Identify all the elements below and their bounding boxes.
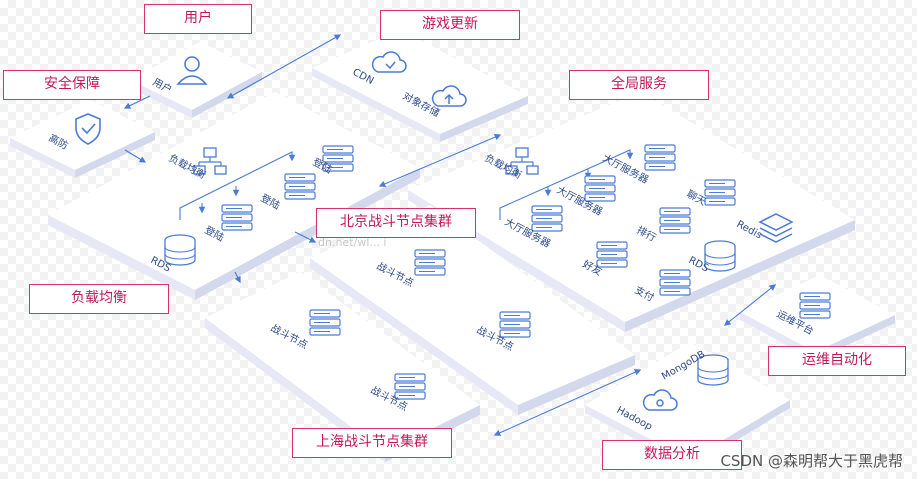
connector-lb-hall [499, 149, 634, 220]
connector-user-cdn [226, 34, 342, 99]
server-icon [284, 173, 316, 200]
server-icon [596, 241, 628, 268]
connector-lb-beijing [294, 231, 317, 243]
connector-lb-global [378, 134, 502, 187]
hadoop-icon [642, 389, 678, 411]
cdn-icon [371, 51, 407, 73]
server-icon [531, 205, 563, 232]
shield-icon [75, 113, 101, 145]
callout-users: 用户 [144, 4, 252, 34]
callout-shanghai-cluster: 上海战斗节点集群 [292, 428, 452, 458]
callout-game-update: 游戏更新 [380, 10, 520, 40]
connector-ddos-lb [124, 149, 147, 163]
connector-user-ddos [123, 95, 151, 109]
platform-cdn [312, 30, 528, 142]
connector-lb-login [179, 151, 296, 220]
server-icon [644, 144, 676, 171]
callout-data-analysis: 数据分析 [602, 440, 742, 470]
server-icon [704, 179, 736, 206]
callout-ops-automation: 运维自动化 [768, 346, 906, 376]
object-storage-icon [431, 85, 467, 107]
server-icon [659, 269, 691, 296]
database-icon [704, 240, 736, 272]
faint-watermark: dn.net/wI... i [318, 236, 387, 249]
connector-lb-shanghai [234, 271, 241, 284]
callout-beijing-cluster: 北京战斗节点集群 [316, 208, 476, 238]
connectors [123, 34, 777, 436]
redis-icon [758, 213, 794, 243]
callout-load-balance: 负载均衡 [29, 284, 169, 314]
server-icon [499, 311, 531, 338]
callout-security: 安全保障 [3, 70, 141, 100]
server-icon [659, 207, 691, 234]
server-icon [394, 373, 426, 400]
csdn-watermark: CSDN @森明帮大于黑虎帮 [720, 452, 903, 470]
server-icon [221, 204, 253, 231]
connector-shanghai-data [493, 369, 642, 436]
server-icon [309, 309, 341, 336]
server-icon [414, 249, 446, 276]
server-icon [584, 175, 616, 202]
user-icon [176, 56, 208, 85]
server-icon [799, 292, 831, 319]
connector-global-ops [723, 284, 777, 326]
callout-global-service: 全局服务 [569, 70, 709, 100]
database-icon [164, 234, 196, 266]
